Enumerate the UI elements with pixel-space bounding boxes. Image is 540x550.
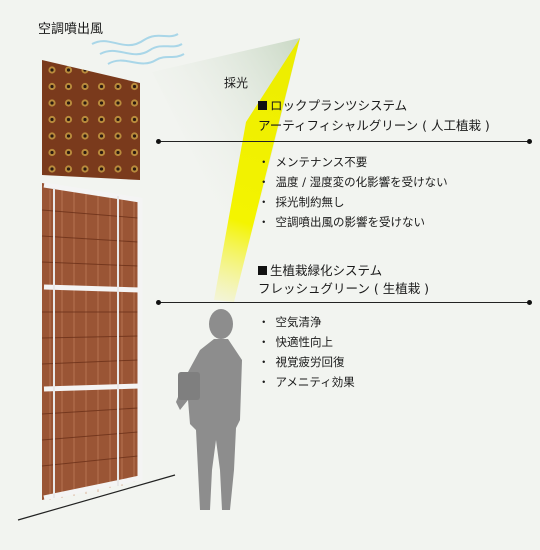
square-bullet-icon: [258, 266, 267, 275]
air-flow-icon: [91, 33, 185, 65]
artificial-green-panel: [42, 60, 140, 180]
section-1-heading: ロックプランツシステム: [258, 97, 407, 115]
rule-endpoint-icon: [527, 139, 532, 144]
hvac-airflow-label: 空調噴出風: [38, 22, 104, 37]
rule-endpoint-icon: [156, 139, 161, 144]
section-1-bullet: ・温度 / 湿度変の化影響を受けない: [258, 175, 448, 189]
daylight-shade-shape: [152, 38, 300, 260]
section-2-heading-text: 生植栽緑化システム: [270, 263, 383, 278]
section-1-rule: [156, 139, 532, 144]
rule-endpoint-icon: [527, 300, 532, 305]
section-1-bullet: ・空調噴出風の影響を受けない: [258, 215, 425, 229]
section-1-bullet: ・メンテナンス不要: [258, 155, 368, 169]
section-1-bullet: ・採光制約無し: [258, 195, 345, 209]
section-2-heading: 生植栽緑化システム: [258, 262, 382, 280]
section-2-subheading: フレッシュグリーン ( 生植栽 ): [258, 281, 430, 296]
section-2-bullet: ・快適性向上: [258, 335, 333, 349]
section-1-subheading: アーティフィシャルグリーン ( 人工植栽 ): [258, 118, 490, 133]
section-2-bullet: ・空気清浄: [258, 315, 322, 329]
section-1-heading-text: ロックプランツシステム: [270, 98, 408, 113]
daylight-label: 採光: [224, 76, 249, 90]
floor-line: [17, 474, 176, 521]
daylight-beam-shape: [214, 38, 300, 302]
section-2-rule: [156, 300, 532, 305]
square-bullet-icon: [258, 101, 267, 110]
living-green-wall: [41, 182, 143, 501]
rule-endpoint-icon: [156, 300, 161, 305]
person-silhouette: [176, 309, 242, 510]
section-2-bullet: ・視覚疲労回復: [258, 355, 345, 369]
section-2-bullet: ・アメニティ効果: [258, 375, 355, 389]
